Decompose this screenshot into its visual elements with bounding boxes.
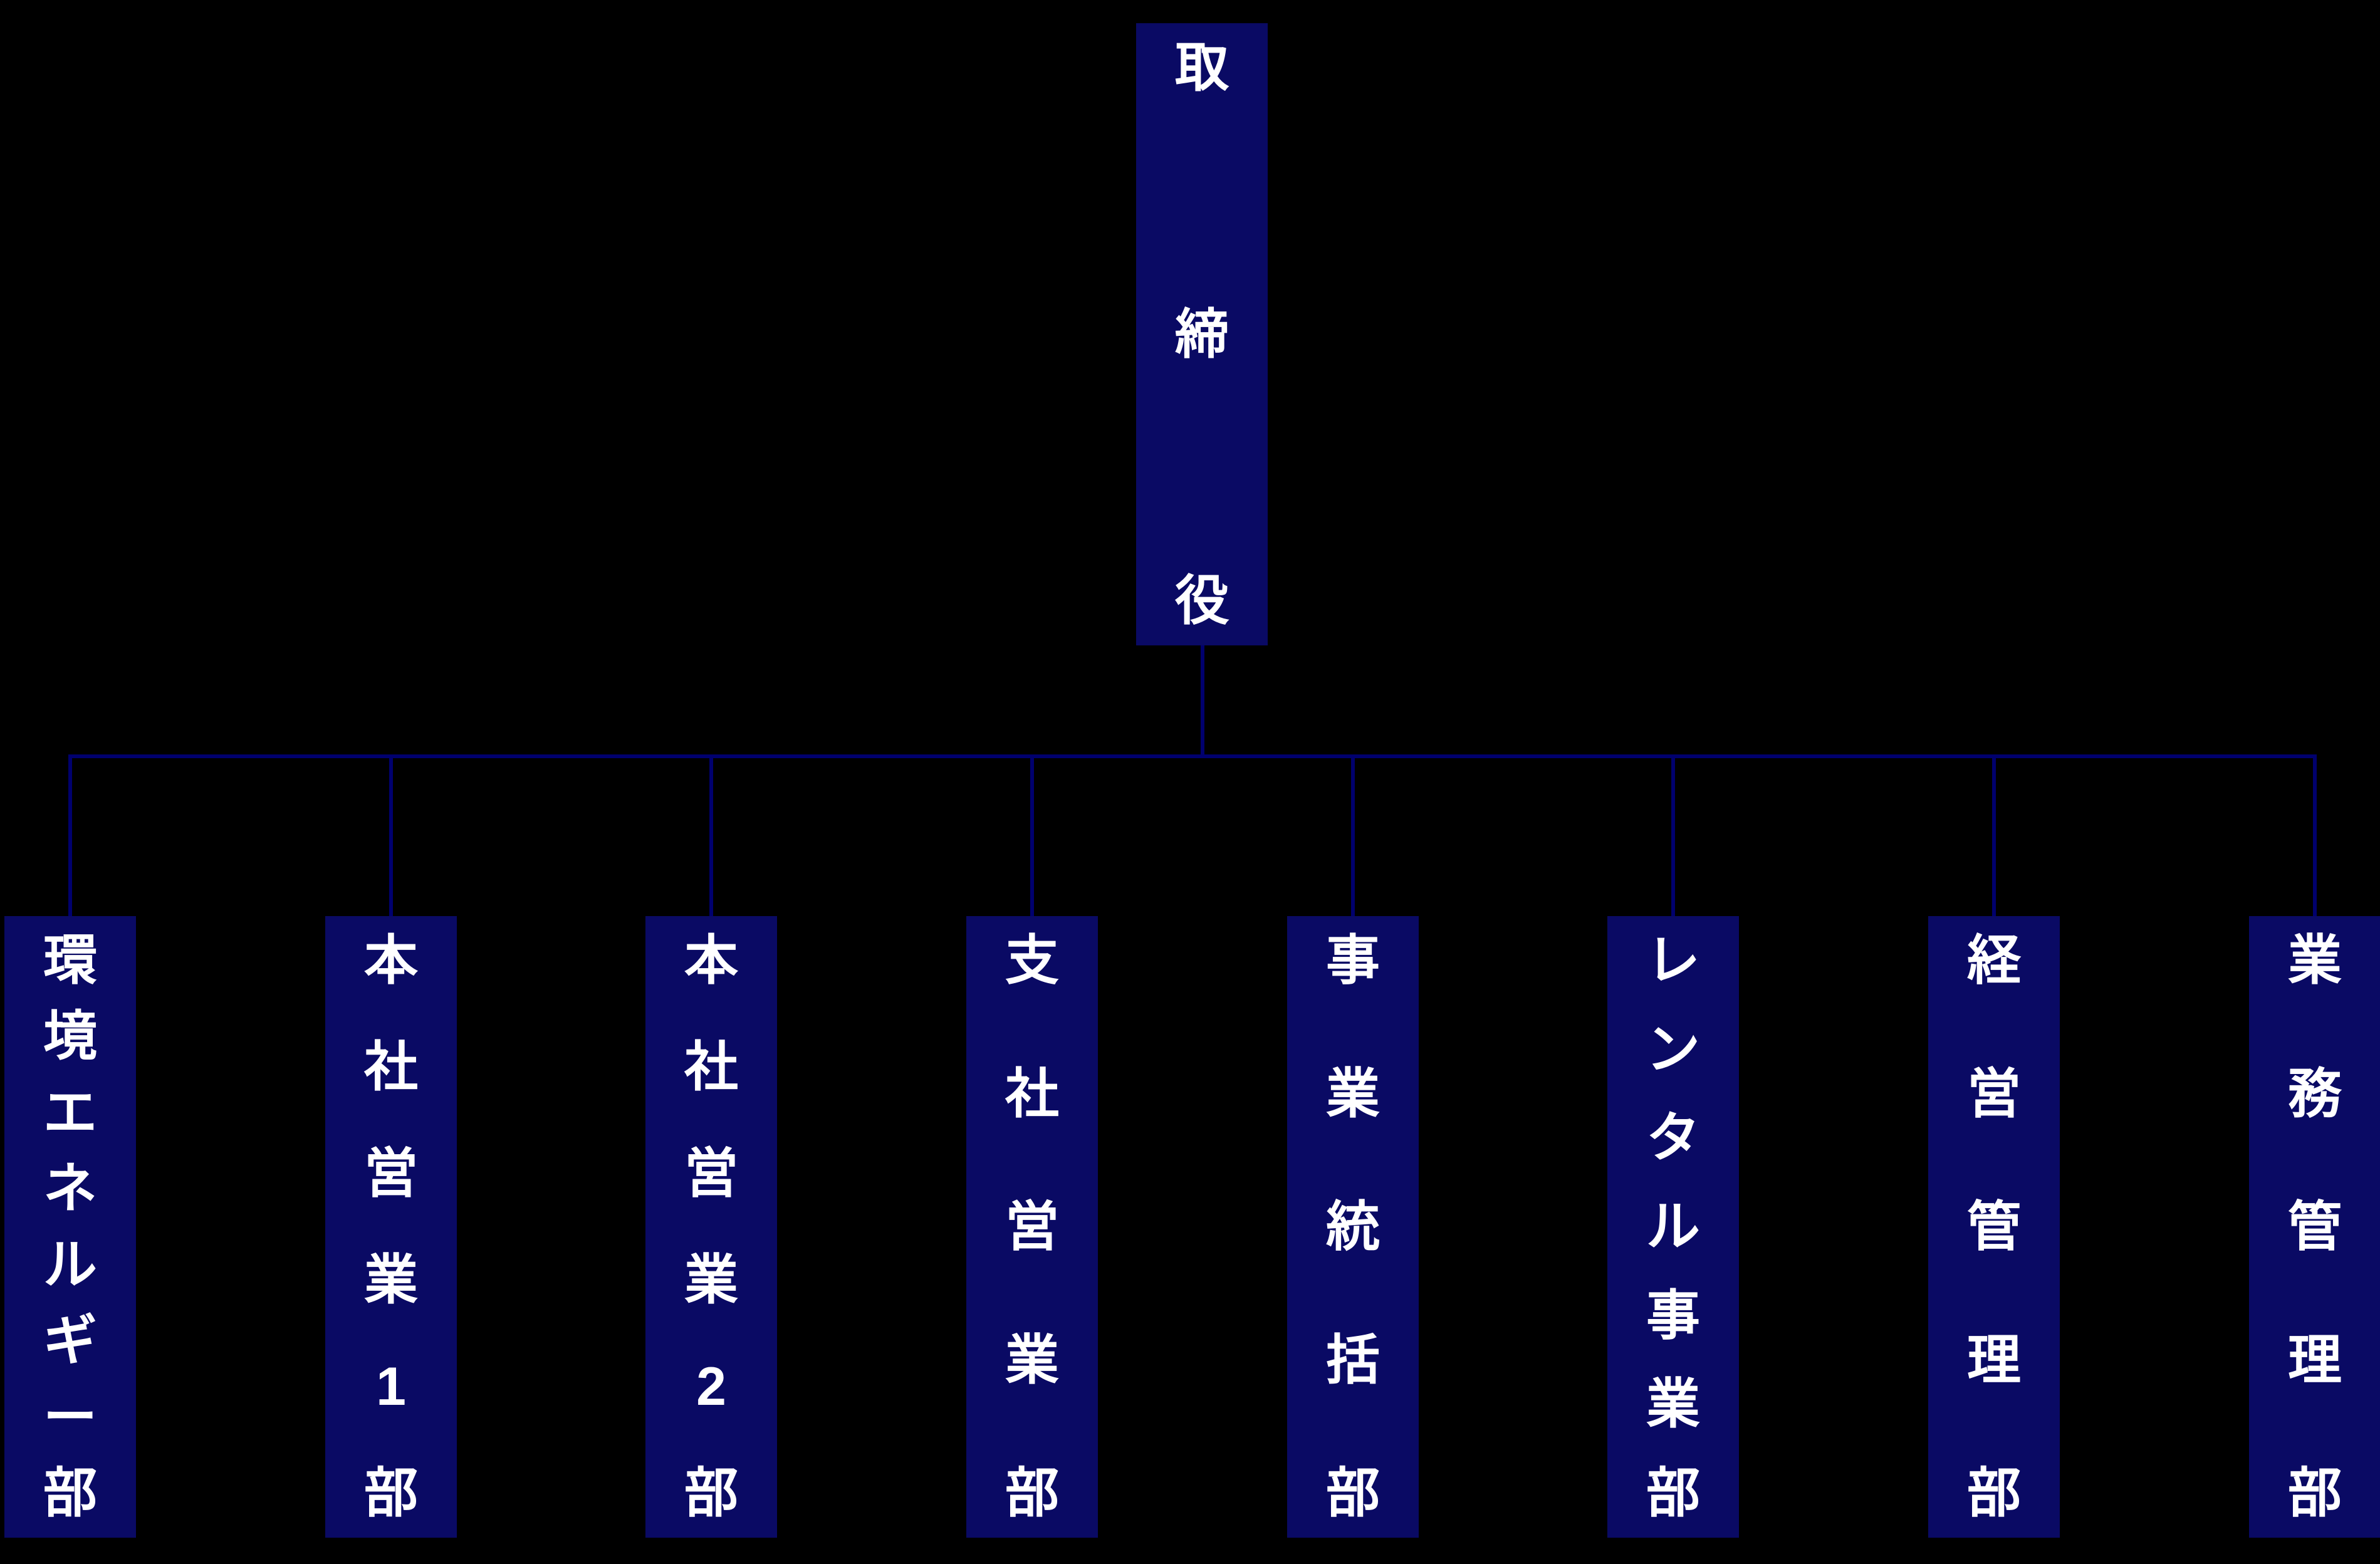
org-box-char: 部 — [2288, 1463, 2342, 1523]
org-box-char: 1 — [376, 1357, 406, 1417]
org-box-char: 管 — [2288, 1197, 2342, 1257]
org-box-char: 社 — [364, 1037, 418, 1097]
org-box-char: 本 — [684, 931, 738, 991]
org-box-char: 部 — [684, 1463, 738, 1523]
connector-drop-8 — [2313, 754, 2317, 916]
connector-drop-1 — [68, 754, 72, 916]
org-box-char: 括 — [1326, 1330, 1380, 1390]
connector-drop-5 — [1351, 754, 1355, 916]
org-box-director: 取締役 — [1136, 23, 1268, 645]
connector-drop-7 — [1992, 754, 1996, 916]
org-box-rental-business-dept: レンタル事業部 — [1607, 916, 1739, 1538]
org-box-char: 管 — [1967, 1197, 2021, 1257]
org-box-char: 理 — [2288, 1330, 2342, 1390]
org-box-char: 業 — [2288, 931, 2342, 991]
connector-drop-2 — [389, 754, 393, 916]
org-box-char: ル — [43, 1234, 97, 1295]
org-box-char: 業 — [1326, 1063, 1380, 1124]
org-box-char: 部 — [364, 1463, 418, 1523]
org-box-head-office-sales-dept-1: 本社営業 1 部 — [325, 916, 457, 1538]
org-box-char: 営 — [1967, 1063, 2021, 1124]
org-box-char: 業 — [364, 1250, 418, 1310]
org-box-char: 部 — [1646, 1462, 1700, 1523]
org-box-char: 部 — [1967, 1463, 2021, 1523]
org-box-char: 営 — [684, 1144, 738, 1204]
org-box-char: 環 — [43, 931, 97, 991]
org-box-char: レ — [1646, 931, 1700, 991]
org-box-char: 務 — [2288, 1063, 2342, 1124]
org-box-char: 営 — [364, 1144, 418, 1204]
org-box-char: 統 — [1326, 1197, 1380, 1257]
org-box-char: 業 — [1646, 1374, 1700, 1435]
org-box-char: 営 — [1005, 1197, 1059, 1257]
org-box-char: ン — [1646, 1019, 1700, 1080]
org-box-char: 境 — [43, 1006, 97, 1067]
org-box-operations-admin-dept: 業務管理部 — [2249, 916, 2380, 1538]
org-box-char: 2 — [696, 1357, 726, 1417]
connector-horizontal-bar — [68, 754, 2317, 758]
org-box-char: 業 — [1005, 1330, 1059, 1390]
org-box-char: 締 — [1175, 304, 1229, 365]
org-box-char: 経 — [1967, 931, 2021, 991]
org-box-char: 理 — [1967, 1330, 2021, 1390]
org-box-char: 業 — [684, 1250, 738, 1310]
org-box-char: 社 — [1005, 1063, 1059, 1124]
org-box-char: 本 — [364, 931, 418, 991]
org-box-char: 部 — [1005, 1463, 1059, 1523]
org-box-management-admin-dept: 経営管理部 — [1928, 916, 2060, 1538]
org-box-char: タ — [1646, 1108, 1700, 1169]
org-box-char: 役 — [1175, 571, 1229, 631]
connector-drop-3 — [709, 754, 713, 916]
org-box-char: ネ — [43, 1159, 97, 1219]
connector-drop-4 — [1030, 754, 1034, 916]
org-box-char: 社 — [684, 1037, 738, 1097]
connector-root-drop — [1201, 645, 1204, 756]
org-box-environment-energy-dept: 環境エネルギー部 — [4, 916, 136, 1538]
org-box-char: 部 — [1326, 1463, 1380, 1523]
org-box-business-supervision-dept: 事業統括部 — [1287, 916, 1419, 1538]
org-box-char: 支 — [1005, 931, 1059, 991]
org-box-char: 部 — [43, 1462, 97, 1523]
org-box-branch-sales-dept: 支社営業部 — [966, 916, 1098, 1538]
org-box-char: 事 — [1326, 931, 1380, 991]
org-box-char: ル — [1646, 1196, 1700, 1257]
org-box-char: 取 — [1175, 38, 1229, 98]
org-box-char: エ — [43, 1082, 97, 1143]
connector-drop-6 — [1671, 754, 1675, 916]
org-box-head-office-sales-dept-2: 本社営業 2 部 — [645, 916, 777, 1538]
org-box-char: ー — [43, 1387, 97, 1447]
org-box-char: ギ — [43, 1311, 97, 1372]
org-box-char: 事 — [1646, 1285, 1700, 1346]
